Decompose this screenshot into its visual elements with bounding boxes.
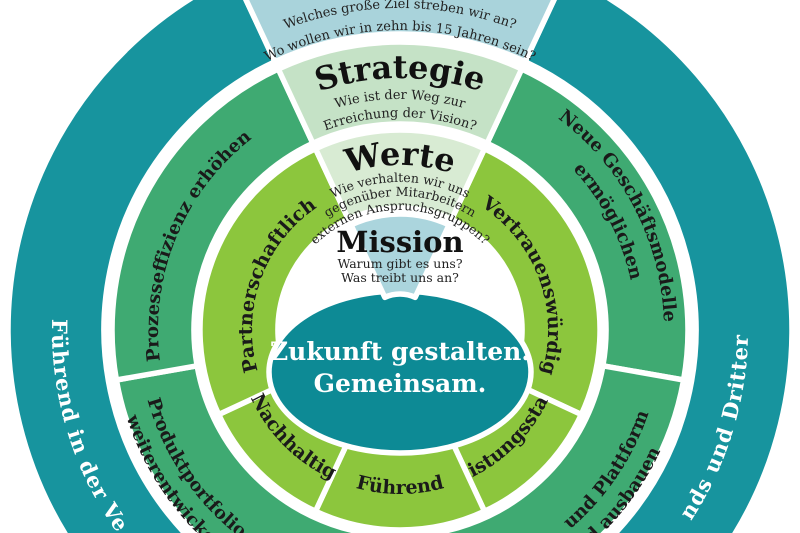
mission-description-line1: Warum gibt es uns? bbox=[337, 256, 462, 271]
wedge-band-mission bbox=[348, 211, 452, 301]
center-claim-line1: Zukunft gestalten. bbox=[270, 337, 530, 366]
outer-ring bbox=[5, 0, 795, 533]
middle-ring-segment-plattform bbox=[409, 363, 687, 533]
inner-ring-segment-vertrauenswuerdig bbox=[448, 145, 603, 418]
wedge-band-vision bbox=[243, 0, 557, 65]
center-claim-line2: Gemeinsam. bbox=[314, 369, 487, 398]
wedge-band-strategie bbox=[275, 39, 525, 147]
wedge-band-werte bbox=[312, 127, 488, 223]
mission-title: Mission bbox=[336, 225, 463, 259]
inner-ring-segment-partnerschaftlich bbox=[197, 145, 352, 418]
mission-description-line2: Was treibt uns an? bbox=[341, 270, 459, 285]
